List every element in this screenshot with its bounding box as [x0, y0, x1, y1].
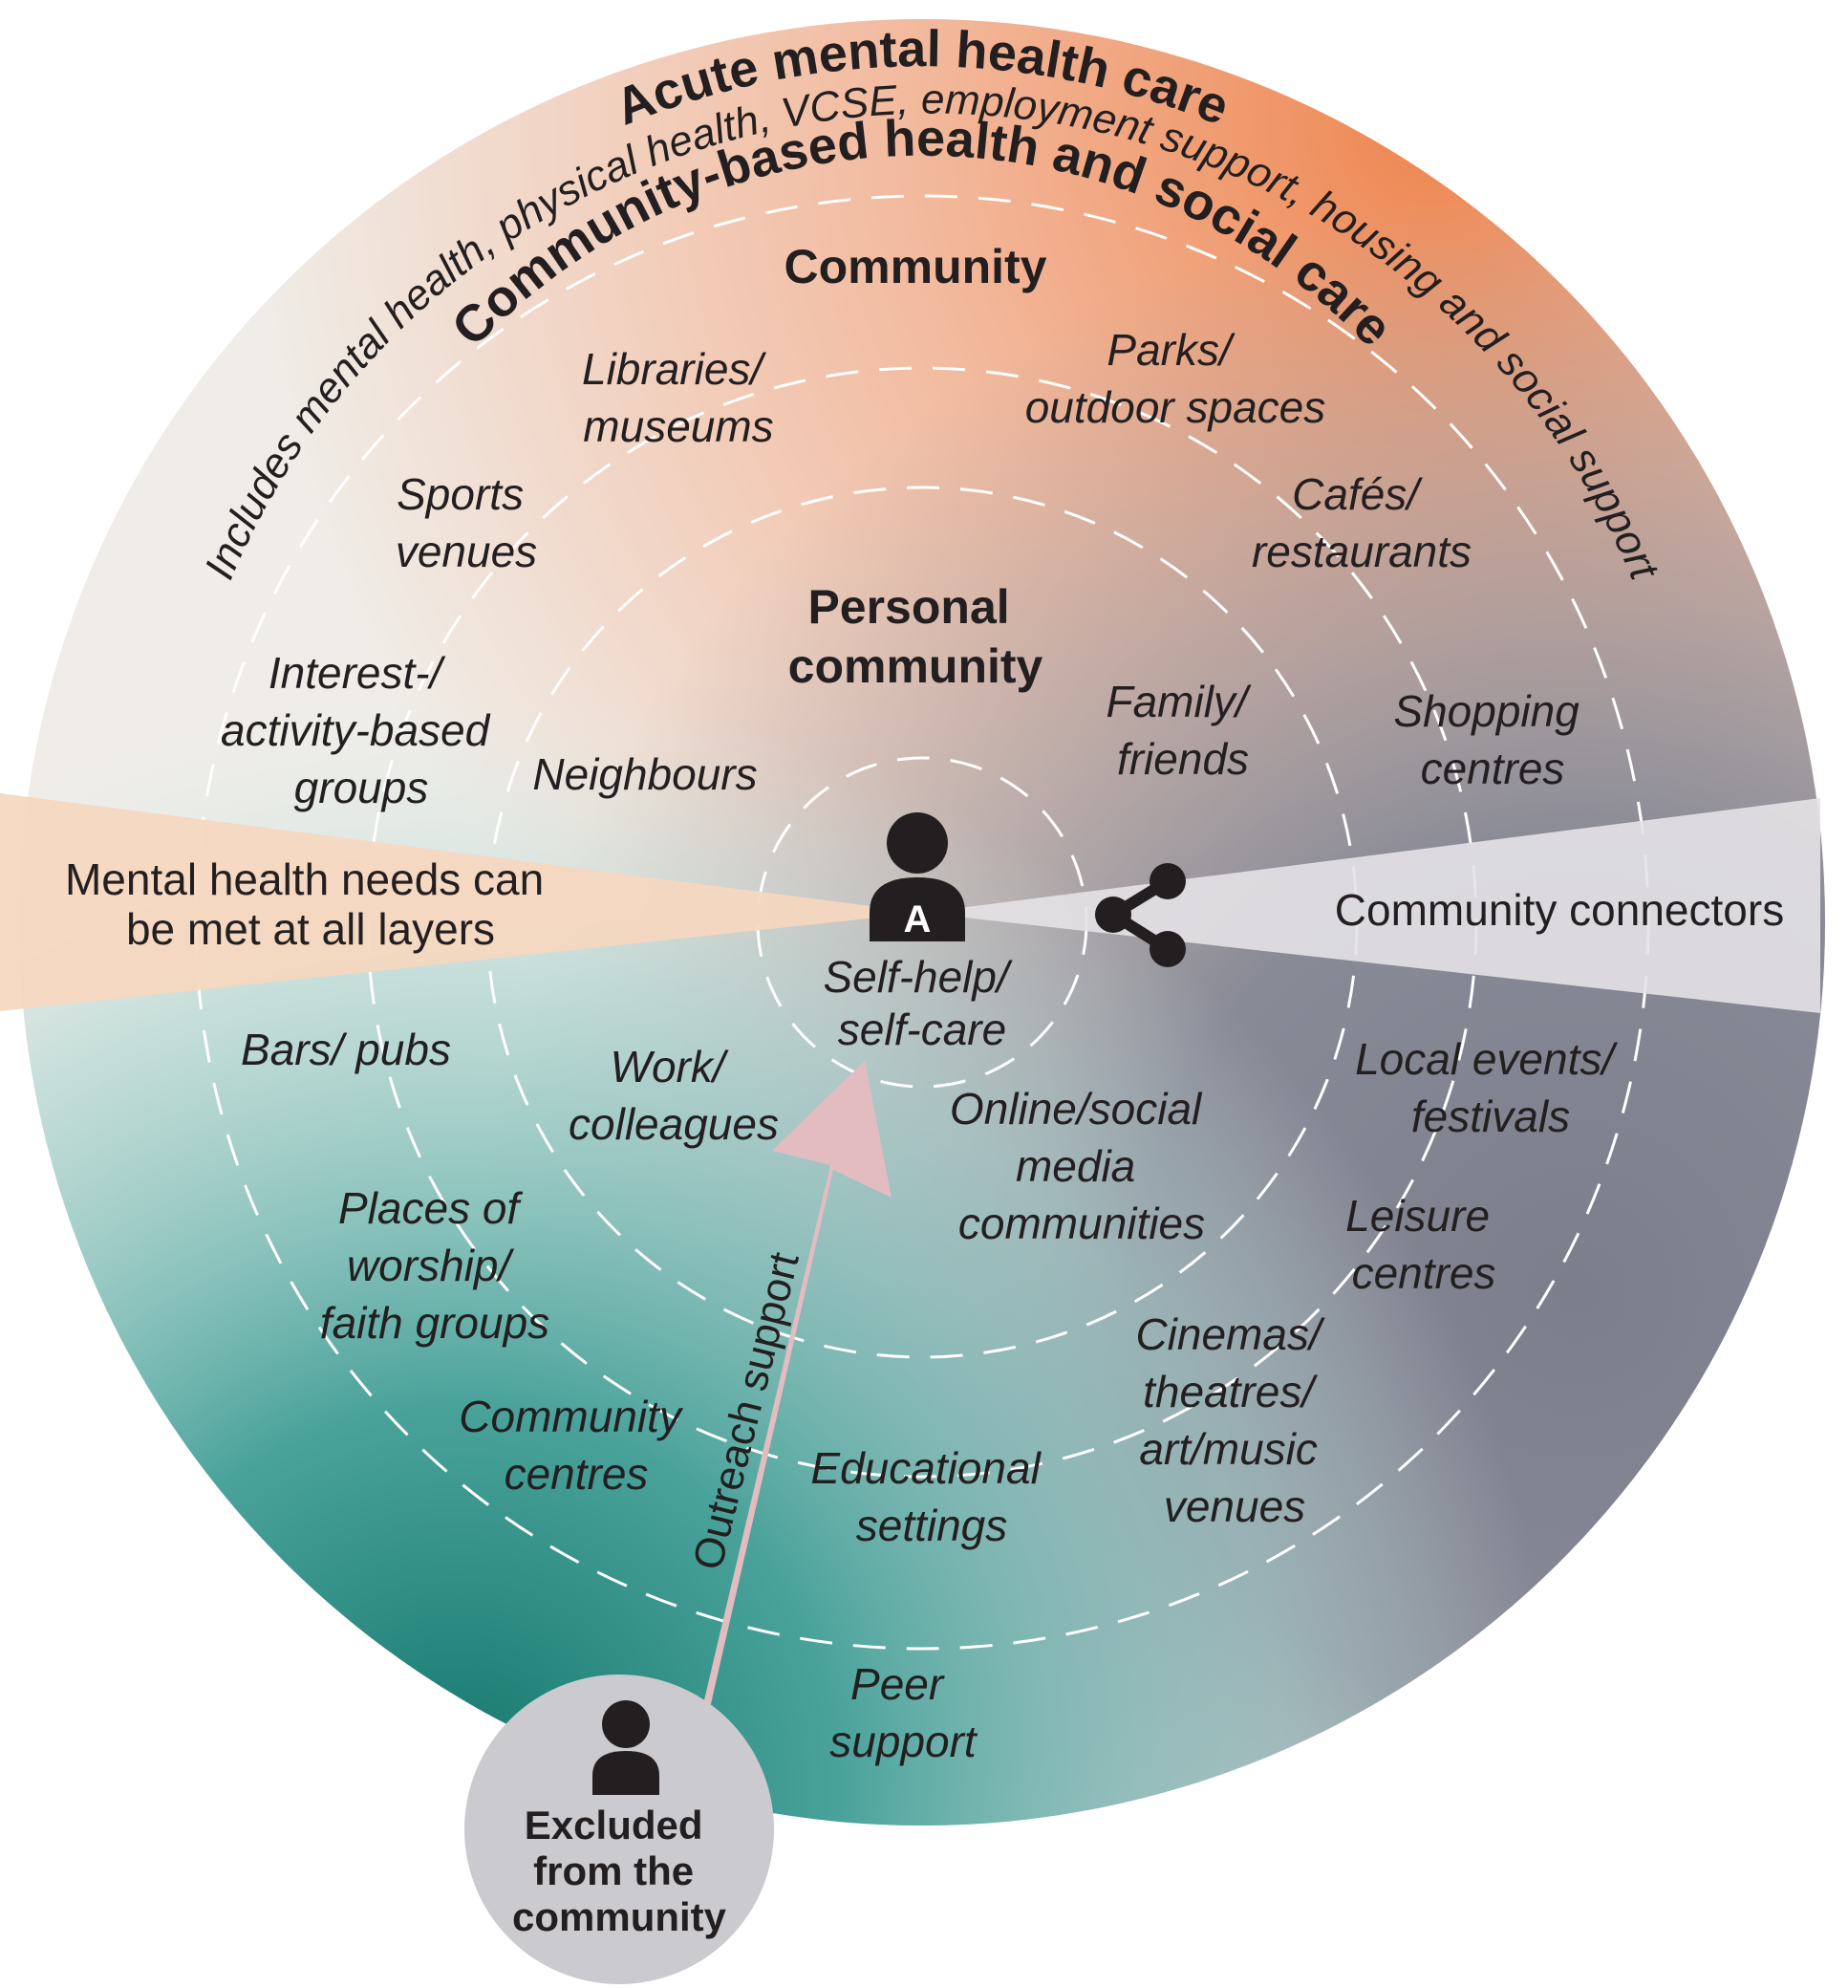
- personal-community-title: Personal community: [788, 580, 1043, 693]
- parks-label: Parks/ outdoor spaces: [1025, 325, 1326, 432]
- outreach-arrow: [637, 1061, 892, 1741]
- self-help-label: Self-help/ self-care: [823, 952, 1021, 1054]
- mental-health-needs-band: [0, 793, 922, 1011]
- family-friends-label: Family/ friends: [1106, 677, 1259, 784]
- cafes-label: Cafés/ restaurants: [1252, 469, 1472, 576]
- cinemas-theatres-label: Cinemas/ theatres/ art/music venues: [1135, 1309, 1333, 1531]
- share-icon: [1095, 863, 1186, 967]
- excluded-person-icon: [592, 1700, 659, 1795]
- person-icon: A: [870, 812, 965, 941]
- interest-groups-label: Interest-/ activity-based groups: [221, 648, 502, 812]
- libraries-label: Libraries/ museums: [582, 344, 775, 451]
- leisure-centres-label: Leisure centres: [1345, 1191, 1502, 1298]
- community-connectors-label: Community connectors: [1335, 885, 1784, 935]
- community-connectors-band: [922, 798, 1820, 1013]
- local-events-label: Local events/ festivals: [1355, 1034, 1626, 1141]
- bars-pubs-label: Bars/ pubs: [241, 1025, 451, 1074]
- community-layer-title: Community: [784, 240, 1047, 293]
- peer-support-label: Peer support: [829, 1659, 978, 1766]
- community-centres-label: Community centres: [459, 1392, 693, 1499]
- person-letter: A: [904, 898, 932, 940]
- excluded-label: Excluded from the community: [512, 1803, 727, 1939]
- shopping-centres-label: Shopping centres: [1393, 686, 1591, 793]
- work-colleagues-label: Work/ colleagues: [569, 1042, 779, 1149]
- places-of-worship-label: Places of worship/ faith groups: [320, 1183, 549, 1348]
- excluded-bubble: Excluded from the community: [464, 1675, 774, 1984]
- neighbours-label: Neighbours: [532, 749, 757, 799]
- mental-health-needs-label: Mental health needs can be met at all la…: [65, 854, 556, 954]
- educational-settings-label: Educational settings: [810, 1443, 1052, 1550]
- online-communities-label: Online/social media communities: [950, 1084, 1214, 1248]
- sports-venues-label: Sports venues: [396, 469, 537, 576]
